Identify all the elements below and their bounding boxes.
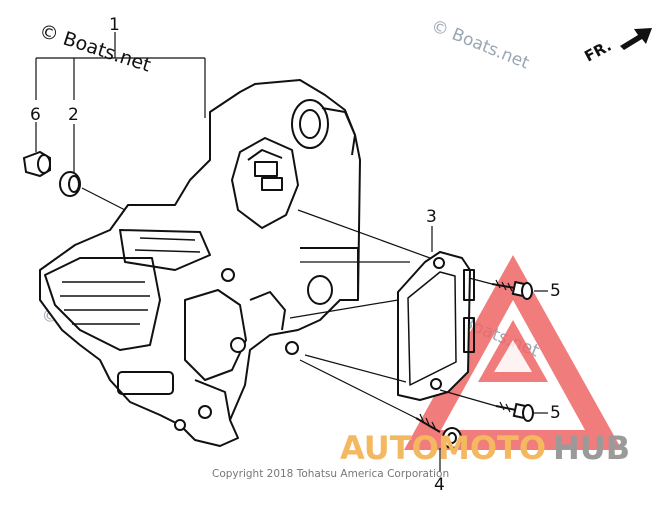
bolt-part-4 (415, 413, 462, 449)
bolt-part-5-lower (495, 401, 534, 422)
leader-lines (35, 32, 548, 472)
front-direction-indicator: FR. (581, 28, 652, 66)
front-arrow-icon (620, 28, 652, 50)
brand-auto: AUTO (340, 429, 439, 467)
copyright-text: Copyright 2018 Tohatsu America Corporati… (212, 468, 449, 480)
brand-wordmark: AUTO MOTO HUB (340, 429, 630, 467)
electrical-housing (39, 79, 361, 447)
callout-6: 6 (30, 105, 41, 125)
callout-3: 3 (426, 207, 437, 227)
front-label: FR. (581, 37, 614, 66)
brand-hub: HUB (553, 429, 630, 467)
grommet-part-2 (59, 171, 81, 197)
brand-moto: MOTO (438, 429, 546, 467)
callout-2: 2 (68, 105, 79, 125)
boats-net-watermark: © Boats.net (36, 20, 153, 77)
watermark-top-right: © Boats.net (428, 16, 532, 74)
bolt-part-5-upper (491, 279, 533, 300)
callout-5-lower: 5 (550, 403, 561, 423)
callout-1: 1 (109, 15, 120, 35)
callout-4: 4 (434, 475, 445, 495)
callout-5-upper: 5 (550, 281, 561, 301)
watermark-text: © Boats.net (428, 16, 532, 74)
cover-plate-part-3 (397, 251, 475, 401)
plug-part-6 (22, 150, 51, 178)
